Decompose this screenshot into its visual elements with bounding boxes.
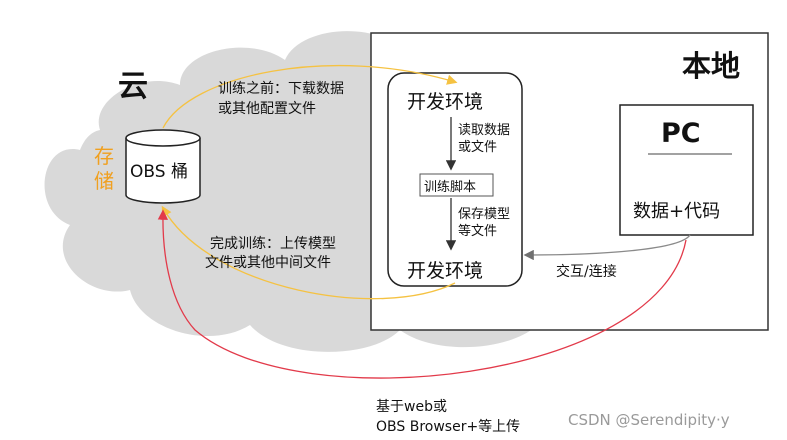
upload-label-2: OBS Browser+等上传 [376, 418, 520, 435]
web-upload-arrow [157, 209, 687, 379]
download-arrow [162, 64, 458, 129]
save-label-1: 保存模型 [458, 207, 510, 222]
read-label-1: 读取数据 [458, 123, 510, 138]
pc-content: 数据+代码 [633, 201, 720, 222]
train-script-box [419, 173, 494, 197]
read-label-2: 或文件 [458, 140, 497, 155]
interaction-arrow [523, 234, 691, 261]
dev-env-top-label: 开发环境 [407, 91, 483, 113]
train-script-label: 训练脚本 [424, 179, 476, 195]
save-label-2: 等文件 [458, 223, 497, 239]
after-training-label-1: 完成训练：上传模型 [210, 236, 336, 252]
storage-label-2: 储 [94, 169, 114, 193]
pc-box [619, 104, 754, 236]
dev-env-bottom-label: 开发环境 [407, 260, 483, 282]
before-training-label-2: 或其他配置文件 [218, 101, 316, 117]
interaction-label: 交互/连接 [556, 263, 617, 280]
pc-title: PC [661, 118, 701, 149]
obs-bucket [125, 129, 201, 204]
upload-label-1: 基于web或 [376, 398, 447, 415]
storage-label-1: 存 [94, 144, 114, 168]
after-training-label-2: 文件或其他中间文件 [205, 255, 331, 271]
before-training-label-1: 训练之前：下载数据 [218, 80, 344, 97]
watermark: CSDN @Serendipity·y [568, 411, 730, 429]
cloud-title: 云 [118, 69, 148, 104]
upload-model-arrow [161, 205, 456, 300]
local-title: 本地 [682, 49, 740, 83]
obs-label: OBS 桶 [130, 162, 188, 182]
